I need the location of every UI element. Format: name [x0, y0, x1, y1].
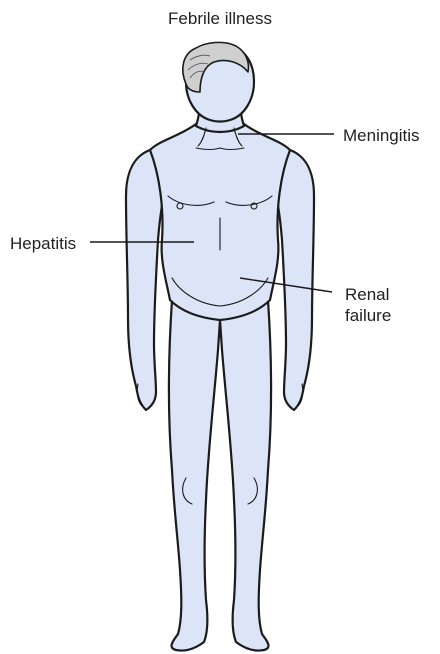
- renal-failure-label: Renal failure: [345, 284, 391, 326]
- hepatitis-label: Hepatitis: [10, 233, 76, 254]
- renal-failure-label-line1: Renal: [345, 284, 391, 305]
- left-leg: [169, 300, 220, 651]
- right-leg: [220, 300, 271, 651]
- renal-failure-label-line2: failure: [345, 305, 391, 326]
- meningitis-label: Meningitis: [343, 125, 420, 146]
